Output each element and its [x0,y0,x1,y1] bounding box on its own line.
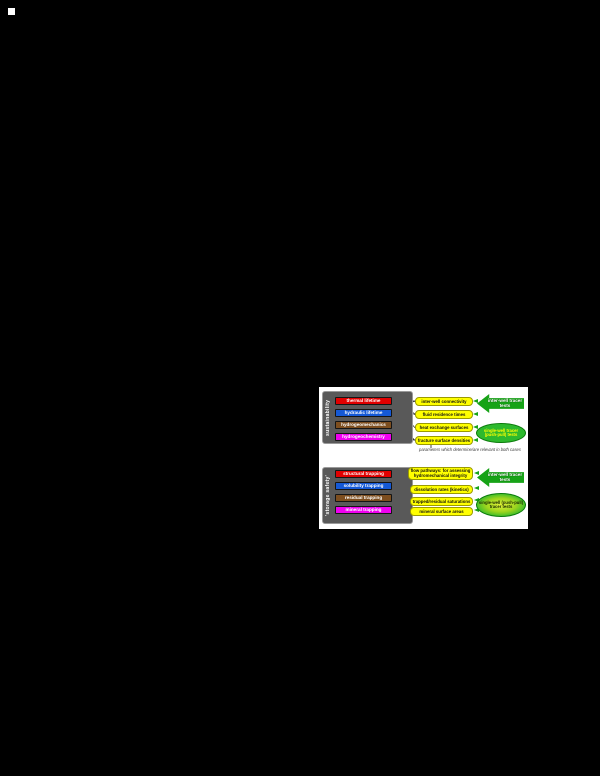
green-arrowhead-icon [473,412,478,416]
driver-hydrogeomechanics: hydrogeomechanics [335,421,392,429]
tracer-test-diagram-panel: sustainability thermal lifetime hydrauli… [319,387,528,529]
interwell-tracer-tests-arrow: inter-well tracer tests [477,468,524,487]
singlewell-tracer-tests-ellipse: single-well tracer (push-pull) tests [476,423,526,443]
shared-parameters-note: parameters which determine/are relevant … [419,447,521,452]
param-heat-exchange-surfaces: heat exchange surfaces [415,423,473,432]
interwell-tracer-tests-arrow: inter-well tracer tests [477,394,524,413]
driver-residual-trapping: residual trapping [335,494,392,502]
green-arrowhead-icon [473,399,478,403]
param-trapped-residual-saturations: trapped/residual saturations [410,497,473,506]
green-arrowhead-icon [473,425,478,429]
param-dissolution-rates: dissolution rates (kinetics) [410,485,473,494]
sustainability-side-label: sustainability [325,399,331,436]
driver-solubility-trapping: solubility trapping [335,482,392,490]
param-interwell-connectivity: inter-well connectivity [415,397,473,406]
param-flow-pathways-integrity: flow pathways: for assessing hydromechan… [408,467,473,480]
page-corner-artifact [8,8,15,15]
driver-thermal-lifetime: thermal lifetime [335,397,392,405]
driver-mineral-trapping: mineral trapping [335,506,392,514]
green-arrowhead-icon [474,486,479,490]
singlewell-pushpull-tests-ellipse: single-well (push-pull) tracer tests [476,493,526,517]
param-fluid-residence-times: fluid residence times [415,410,473,419]
param-mineral-surface-areas: mineral surface areas [410,507,473,516]
storage-safety-side-label: 'storage safety' [325,474,331,517]
green-arrowhead-icon [474,471,479,475]
param-fracture-surface-densities: fracture surface densities [415,436,473,445]
green-arrowhead-icon [473,438,478,442]
driver-hydraulic-lifetime: hydraulic lifetime [335,409,392,417]
driver-hydrogeochemistry: hydrogeochemistry [335,433,392,441]
green-arrowhead-icon [474,508,479,512]
driver-structural-trapping: structural trapping [335,470,392,478]
